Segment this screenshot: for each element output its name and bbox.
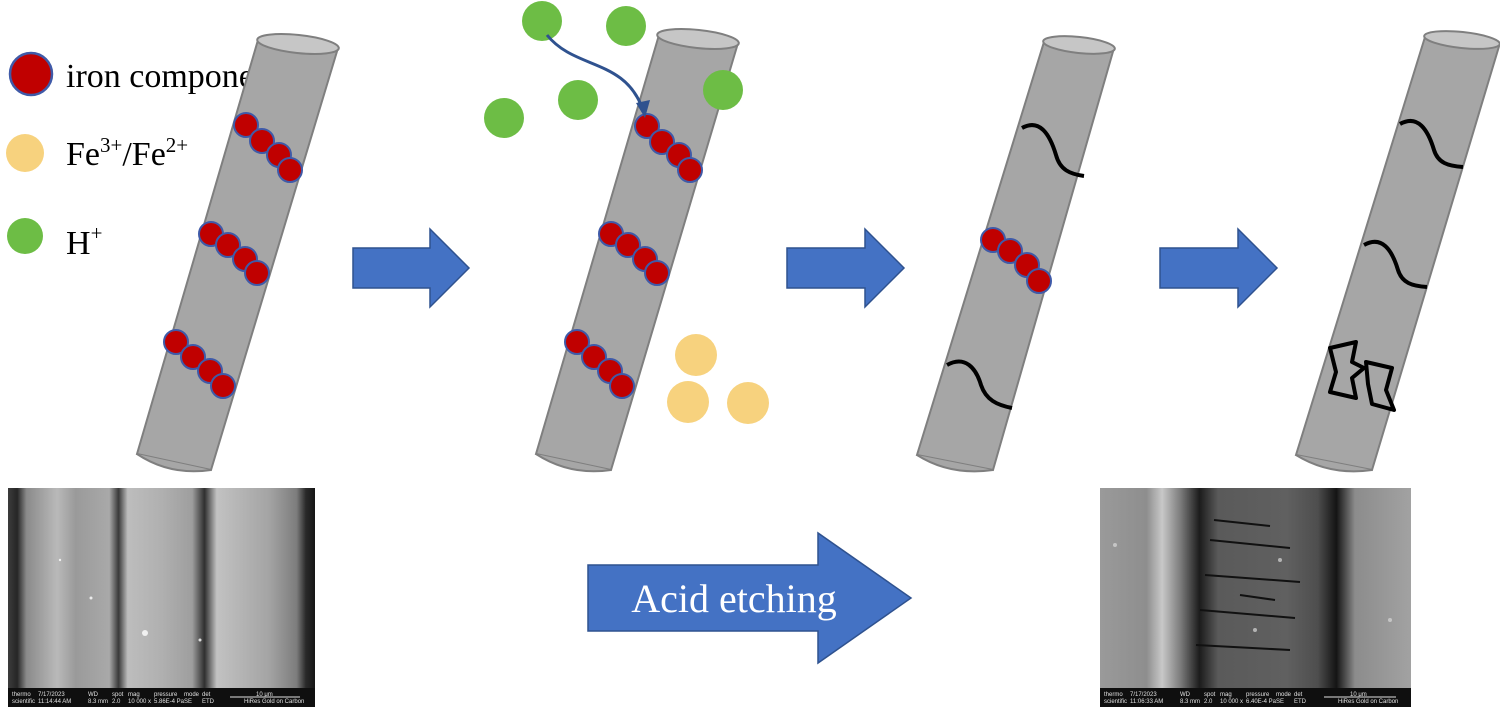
svg-text:10 000 x: 10 000 x (128, 699, 151, 705)
svg-text:2.0: 2.0 (1204, 699, 1213, 705)
svg-text:HiRes Gold on Carbon: HiRes Gold on Carbon (1338, 699, 1398, 705)
fiber-bottom (916, 454, 994, 473)
attack-arrow-head (636, 100, 650, 118)
fiber-stage-4 (1294, 30, 1500, 473)
svg-text:11:06:33 AM: 11:06:33 AM (1130, 699, 1163, 705)
iron-cluster (233, 112, 303, 183)
svg-text:pressure: pressure (1246, 692, 1270, 698)
sem-image-before: thermo scientific 7/17/2023 11:14:44 AM … (8, 488, 315, 707)
fiber-stage-1 (135, 33, 340, 473)
crack (1399, 119, 1464, 169)
legend-fe-label: Fe3+/Fe2+ (66, 133, 188, 173)
sem-info-bar (1100, 688, 1411, 707)
svg-text:11:14:44 AM: 11:14:44 AM (38, 699, 71, 705)
svg-text:thermo: thermo (12, 692, 31, 698)
fiber-top (256, 33, 340, 55)
svg-text:mag: mag (128, 692, 140, 698)
iron-cluster (163, 329, 236, 399)
fiber-bottom (535, 453, 612, 473)
svg-text:8.3 mm: 8.3 mm (1180, 699, 1200, 705)
fiber-top (1042, 35, 1116, 55)
legend-h-label: H+ (66, 221, 102, 262)
step-arrow-3 (1159, 227, 1279, 309)
fiber-top (656, 28, 740, 50)
fiber-stage-3 (915, 35, 1116, 473)
svg-text:mode: mode (184, 692, 200, 698)
fiber-stage-2 (484, 1, 769, 473)
svg-text:10 μm: 10 μm (256, 692, 273, 698)
sem-info-text: thermo scientific 7/17/2023 11:14:44 AM … (12, 692, 304, 705)
iron-cluster (564, 329, 635, 399)
svg-text:scientific: scientific (12, 699, 35, 705)
svg-text:HiRes Gold on Carbon: HiRes Gold on Carbon (244, 699, 304, 705)
iron-cluster (634, 113, 703, 183)
svg-text:det: det (1294, 692, 1303, 698)
svg-text:SE: SE (1276, 699, 1284, 705)
crack (1021, 123, 1085, 178)
sem-info-bar (8, 688, 315, 707)
svg-text:det: det (202, 692, 211, 698)
legend-fe-swatch (6, 134, 44, 172)
attack-arrow (545, 34, 645, 111)
svg-text:ETD: ETD (202, 699, 215, 705)
legend-h-swatch (7, 218, 43, 254)
svg-text:10 000 x: 10 000 x (1220, 699, 1243, 705)
svg-text:2.0: 2.0 (112, 699, 121, 705)
svg-text:SE: SE (184, 699, 192, 705)
sem-image-after: thermo scientific 7/17/2023 11:06:33 AM … (1100, 488, 1411, 707)
step-arrow-2 (786, 227, 906, 309)
svg-text:spot: spot (1204, 692, 1216, 698)
acid-etching-label: Acid etching (631, 576, 837, 621)
h-ions (484, 1, 743, 138)
step-arrow-1 (352, 227, 471, 309)
fiber-bottom (1295, 454, 1373, 473)
svg-text:7/17/2023: 7/17/2023 (38, 692, 65, 698)
svg-text:8.3 mm: 8.3 mm (88, 699, 108, 705)
svg-text:6.40E-4 Pa: 6.40E-4 Pa (1246, 699, 1277, 705)
svg-text:5.86E-4 Pa: 5.86E-4 Pa (154, 699, 185, 705)
crack-fragment (1364, 360, 1396, 412)
crack-fragment (1328, 340, 1366, 400)
svg-text:mag: mag (1220, 692, 1232, 698)
iron-cluster (598, 221, 670, 286)
svg-text:10 μm: 10 μm (1350, 692, 1367, 698)
svg-text:7/17/2023: 7/17/2023 (1130, 692, 1157, 698)
fiber-body (1294, 35, 1500, 472)
svg-text:spot: spot (112, 692, 124, 698)
svg-text:mode: mode (1276, 692, 1292, 698)
svg-text:scientific: scientific (1104, 699, 1127, 705)
legend-iron-swatch (8, 51, 54, 97)
svg-text:ETD: ETD (1294, 699, 1307, 705)
fiber-bottom (136, 453, 212, 473)
crack (946, 359, 1013, 410)
sem-info-text: thermo scientific 7/17/2023 11:06:33 AM … (1104, 692, 1398, 705)
svg-text:thermo: thermo (1104, 692, 1123, 698)
iron-cluster (980, 227, 1052, 294)
acid-etching-arrow: Acid etching (587, 531, 913, 665)
svg-text:WD: WD (1180, 692, 1191, 698)
crack (1363, 239, 1428, 289)
iron-cluster (198, 221, 270, 286)
fe-ions (667, 334, 769, 424)
svg-text:pressure: pressure (154, 692, 178, 698)
svg-text:WD: WD (88, 692, 99, 698)
